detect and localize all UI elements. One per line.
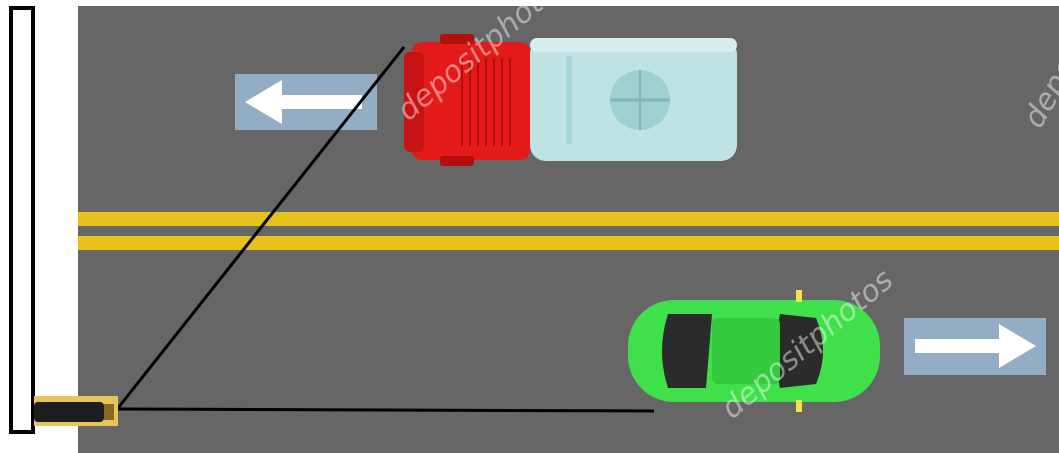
right-arrow-icon: [904, 318, 1046, 375]
center-double-yellow-line: [78, 212, 1059, 250]
detection-line-to-car: [117, 407, 655, 413]
detection-line-to-truck: [116, 46, 406, 409]
left-arrow-icon: [235, 74, 377, 130]
radar-sensor-icon: [34, 396, 118, 426]
yellow-line-upper: [78, 212, 1059, 226]
yellow-line-lower: [78, 236, 1059, 250]
tanker-truck-icon: [404, 34, 737, 166]
pole-icon: [9, 6, 35, 434]
car-icon: [628, 290, 880, 412]
